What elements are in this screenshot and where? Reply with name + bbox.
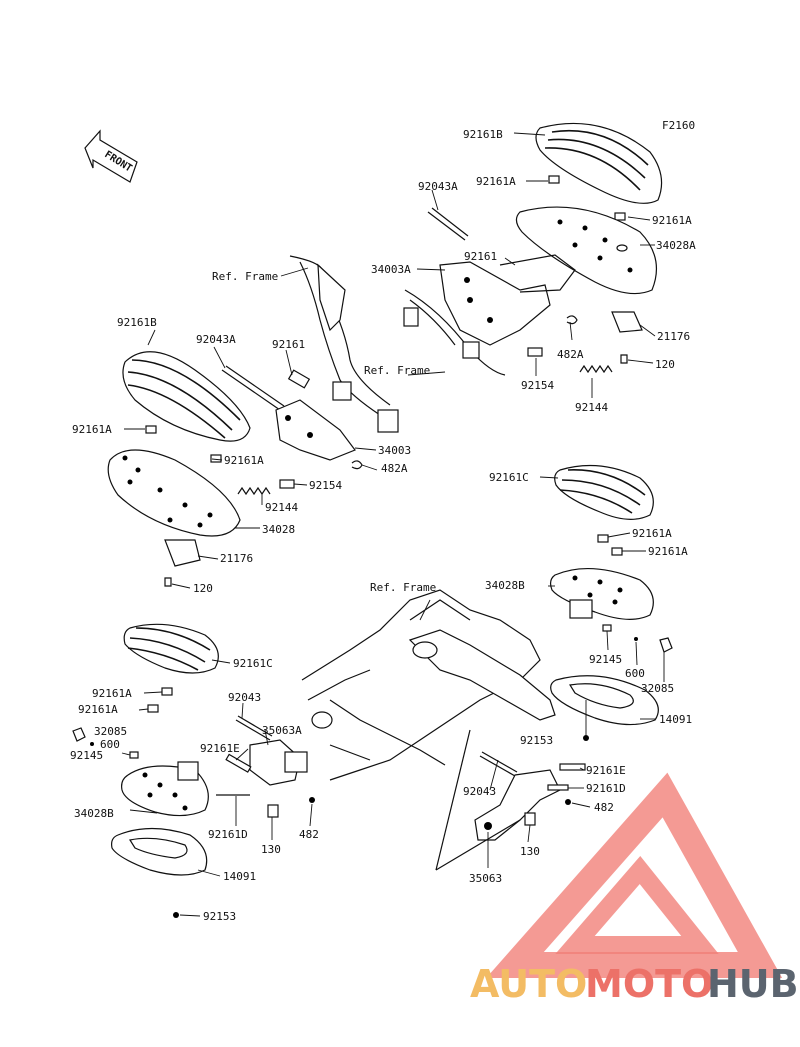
leaders-lower-right	[280, 267, 591, 868]
part-label: 92161A	[632, 527, 672, 540]
part-label: 34028A	[656, 239, 696, 252]
part-labels: 92161B 92161A 92161A 34028A 92043A 34003…	[70, 128, 696, 923]
ref-frame-label: Ref. Frame	[212, 270, 278, 283]
footboard-rider-right-drawing	[403, 122, 663, 376]
footboard-passenger-left-drawing	[72, 623, 315, 918]
frame-upper-drawing	[289, 255, 399, 433]
part-label: 130	[520, 845, 540, 858]
part-label: 92161C	[489, 471, 529, 484]
watermark-moto: MOTO	[585, 962, 713, 1006]
part-label: 92043A	[196, 333, 236, 346]
part-label: 14091	[223, 870, 256, 883]
leaders-top-right	[416, 132, 656, 398]
part-label: 482A	[381, 462, 408, 475]
part-label: 92161A	[92, 687, 132, 700]
watermark-hub: HUB	[707, 962, 799, 1006]
part-label: 92043	[463, 785, 496, 798]
part-label: 35063A	[262, 724, 302, 737]
part-label: 92144	[265, 501, 298, 514]
footboard-rider-left-drawing	[107, 351, 363, 587]
leaders-lower-left	[121, 659, 313, 917]
watermark-auto: AUTO	[470, 962, 587, 1006]
bracket-35063-drawing	[435, 729, 586, 871]
part-label: 92161A	[224, 454, 264, 467]
part-label: 14091	[659, 713, 692, 726]
part-label: 92154	[309, 479, 342, 492]
part-label: 92161A	[652, 214, 692, 227]
part-label: 35063	[469, 872, 502, 885]
part-label: 92043	[228, 691, 261, 704]
part-label: 120	[193, 582, 213, 595]
part-label: 92161B	[463, 128, 503, 141]
part-label: 92161	[464, 250, 497, 263]
part-label: 21176	[220, 552, 253, 565]
footboard-passenger-right-drawing	[549, 464, 673, 741]
part-label: 600	[625, 667, 645, 680]
part-label: 92153	[203, 910, 236, 923]
part-label: 92153	[520, 734, 553, 747]
part-label: 92161A	[72, 423, 112, 436]
part-label: 92161D	[586, 782, 626, 795]
part-label: 92145	[589, 653, 622, 666]
part-label: 92161D	[208, 828, 248, 841]
part-label: 120	[655, 358, 675, 371]
ref-frame-label: Ref. Frame	[370, 581, 436, 594]
part-label: 92154	[521, 379, 554, 392]
front-label: FRONT	[102, 149, 133, 174]
part-label: 34028B	[485, 579, 525, 592]
part-label: 600	[100, 738, 120, 751]
leaders-mid-right	[539, 476, 665, 735]
figure-code: F2160	[662, 119, 695, 132]
frame-lower-drawing	[301, 589, 556, 781]
part-label: 482A	[557, 348, 584, 361]
part-label: 32085	[641, 682, 674, 695]
part-label: 21176	[657, 330, 690, 343]
part-label: 34003	[378, 444, 411, 457]
part-label: 92161E	[586, 764, 626, 777]
part-label: 92043A	[418, 180, 458, 193]
part-label: 92161C	[233, 657, 273, 670]
ref-frame-label: Ref. Frame	[364, 364, 430, 377]
part-label: 34028	[262, 523, 295, 536]
part-label: 482	[299, 828, 319, 841]
part-label: 92161B	[117, 316, 157, 329]
part-label: 482	[594, 801, 614, 814]
part-label: 92161A	[648, 545, 688, 558]
part-label: 34028B	[74, 807, 114, 820]
part-label: 92161A	[78, 703, 118, 716]
front-arrow-icon: FRONT	[84, 129, 138, 183]
part-label: 92145	[70, 749, 103, 762]
part-label: 92161	[272, 338, 305, 351]
part-label: 92144	[575, 401, 608, 414]
part-label: 92161A	[476, 175, 516, 188]
part-label: 130	[261, 843, 281, 856]
part-label: 92161E	[200, 742, 240, 755]
leaders-top-left	[124, 329, 378, 589]
logo-triangle-icon	[486, 772, 783, 978]
watermark-logo: AUTO MOTO HUB	[470, 772, 799, 1006]
part-label: 34003A	[371, 263, 411, 276]
part-label: 32085	[94, 725, 127, 738]
